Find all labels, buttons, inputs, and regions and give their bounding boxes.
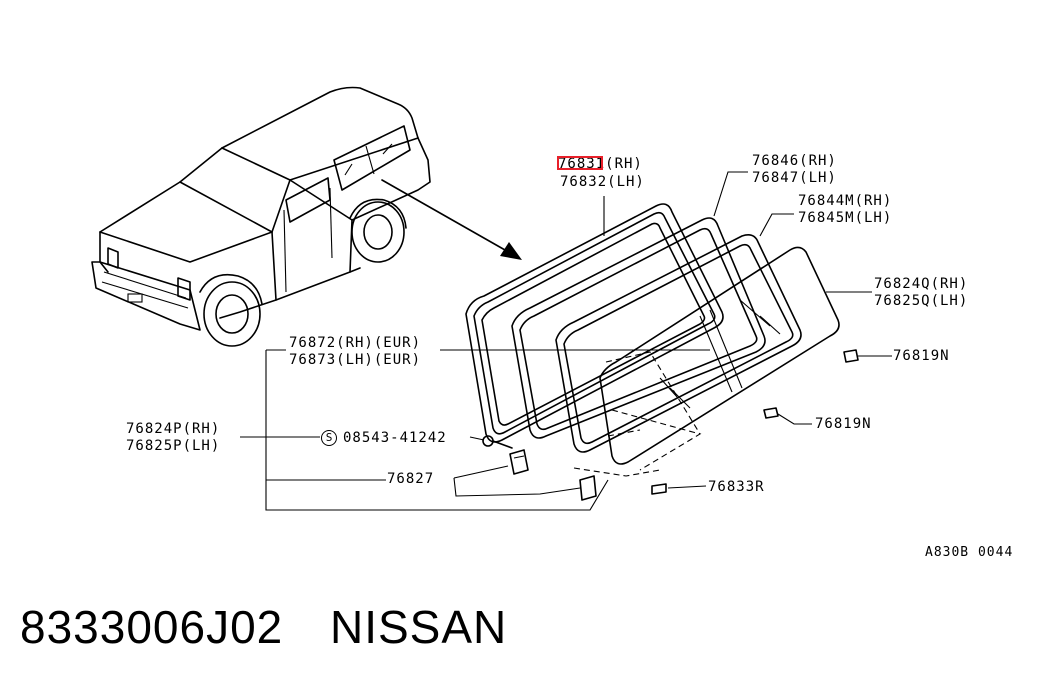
label-76825p[interactable]: 76825P(LH) bbox=[126, 438, 221, 454]
footer-part-number: 8333006J02 bbox=[20, 601, 284, 653]
diagram-reference: A830B 0044 bbox=[925, 545, 1014, 560]
standard-part-symbol: S bbox=[321, 430, 337, 446]
footer-brand: NISSAN bbox=[330, 601, 508, 653]
label-76832[interactable]: 76832(LH) bbox=[560, 174, 645, 190]
vehicle-illustration bbox=[91, 86, 431, 347]
label-76872[interactable]: 76872(RH)(EUR) bbox=[289, 335, 422, 351]
label-76819n-upper[interactable]: 76819N bbox=[893, 348, 950, 364]
label-76845m[interactable]: 76845M(LH) bbox=[798, 210, 893, 226]
label-76824p[interactable]: 76824P(RH) bbox=[126, 421, 221, 437]
label-76827[interactable]: 76827 bbox=[387, 471, 435, 487]
label-76824q[interactable]: 76824Q(RH) bbox=[874, 276, 969, 292]
label-76873[interactable]: 76873(LH)(EUR) bbox=[289, 352, 422, 368]
leader-lines bbox=[240, 171, 892, 511]
highlight-box bbox=[557, 156, 603, 170]
label-76844m[interactable]: 76844M(RH) bbox=[798, 193, 893, 209]
pointer-arrow bbox=[381, 179, 522, 260]
clip-parts bbox=[482, 349, 859, 501]
seal-frames bbox=[465, 203, 840, 477]
label-76846[interactable]: 76846(RH) bbox=[752, 153, 837, 169]
label-76847[interactable]: 76847(LH) bbox=[752, 170, 837, 186]
label-76825q[interactable]: 76825Q(LH) bbox=[874, 293, 969, 309]
label-08543-41242[interactable]: 08543-41242 bbox=[343, 430, 447, 446]
label-76833r[interactable]: 76833R bbox=[708, 479, 765, 495]
label-76819n-lower[interactable]: 76819N bbox=[815, 416, 872, 432]
